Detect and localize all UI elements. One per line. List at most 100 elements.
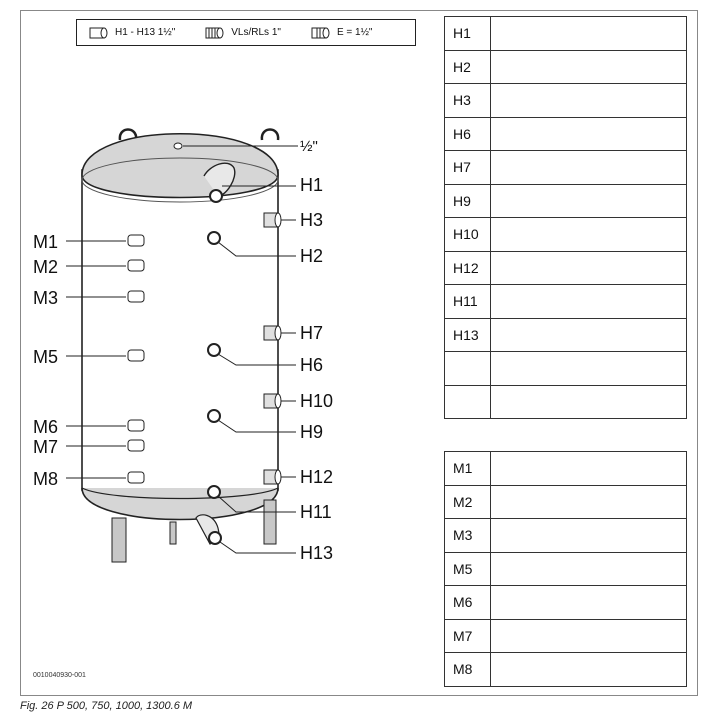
leader-h9 <box>217 419 296 433</box>
label-m2: M2 <box>33 257 59 277</box>
table-row: H11 <box>444 284 687 319</box>
tank-top-rim <box>81 157 279 203</box>
legend-label-threaded: VLs/RLs 1" <box>231 27 281 38</box>
figure-caption: Fig. 26 P 500, 750, 1000, 1300.6 M <box>20 700 193 712</box>
connection-legend: H1 - H13 1½" VLs/RLs 1" E = 1½" <box>76 19 416 46</box>
m7-sleeve <box>127 439 145 452</box>
legend-label-pipe: H1 - H13 1½" <box>115 27 176 38</box>
top-fitting <box>173 142 183 150</box>
row-value <box>490 116 687 151</box>
tank-bottom-band <box>81 487 279 500</box>
legend-item-pipe: H1 - H13 1½" <box>87 26 175 40</box>
table-row: H13 <box>444 317 687 352</box>
pipe-connection-icon <box>89 27 108 38</box>
row-code: M3 <box>444 518 491 553</box>
row-value <box>490 150 687 185</box>
label-h7: H7 <box>300 323 324 343</box>
label-h6: H6 <box>300 355 324 375</box>
table-row: M6 <box>444 585 687 620</box>
figure-frame <box>20 10 698 696</box>
sensor-leaders <box>66 240 126 479</box>
table-row: M7 <box>444 618 687 653</box>
tank-body <box>81 169 279 491</box>
row-code <box>444 351 491 386</box>
row-code: M2 <box>444 484 491 519</box>
tank-leg-right <box>263 499 277 545</box>
label-m3: M3 <box>33 288 59 308</box>
row-value <box>490 317 687 352</box>
m-sensors-table: M1 M2 M3 M5 M6 M7 M8 <box>444 451 687 687</box>
label-top-fitting: ½" <box>300 138 318 155</box>
table-row: H7 <box>444 150 687 185</box>
tank-leg-left <box>111 517 127 563</box>
label-m5: M5 <box>33 347 59 367</box>
row-code: H7 <box>444 150 491 185</box>
label-m1: M1 <box>33 232 59 252</box>
leader-h11 <box>217 495 296 513</box>
row-value <box>490 652 687 687</box>
legend-item-threaded: VLs/RLs 1" <box>203 26 281 40</box>
h2-connection <box>207 231 221 245</box>
row-value <box>490 451 687 486</box>
table-row: H9 <box>444 183 687 218</box>
tank-bottom-dome <box>81 487 279 521</box>
h12-nozzle <box>263 469 282 485</box>
legend-label-drain: E = 1½" <box>336 27 373 38</box>
row-value <box>490 250 687 285</box>
threaded-connection-icon <box>205 27 224 38</box>
label-m7: M7 <box>33 437 59 457</box>
leader-h2 <box>217 241 296 257</box>
label-h1: H1 <box>300 175 324 195</box>
leader-h13 <box>219 541 296 554</box>
legend-item-drain: E = 1½" <box>309 26 373 40</box>
m1-sleeve <box>127 234 145 247</box>
row-code: H2 <box>444 49 491 84</box>
storage-tank-drawing <box>66 128 298 563</box>
table-row <box>444 351 687 386</box>
row-code: H3 <box>444 83 491 118</box>
table-row: H1 <box>444 16 687 51</box>
row-code: H12 <box>444 250 491 285</box>
row-value <box>490 551 687 586</box>
h3-nozzle <box>263 212 282 228</box>
row-value <box>490 49 687 84</box>
h9-connection <box>207 409 221 423</box>
row-value <box>490 384 687 419</box>
row-code: M5 <box>444 551 491 586</box>
row-code: H11 <box>444 284 491 319</box>
table-row: H6 <box>444 116 687 151</box>
table-row: H3 <box>444 83 687 118</box>
row-value <box>490 284 687 319</box>
label-h10: H10 <box>300 391 334 411</box>
label-h2: H2 <box>300 246 324 266</box>
row-code: H6 <box>444 116 491 151</box>
table-row: M1 <box>444 451 687 486</box>
row-value <box>490 484 687 519</box>
label-m6: M6 <box>33 417 59 437</box>
label-m8: M8 <box>33 469 59 489</box>
row-value <box>490 351 687 386</box>
row-code: M1 <box>444 451 491 486</box>
row-code: H1 <box>444 16 491 51</box>
m5-sleeve <box>127 349 145 362</box>
h11-connection <box>207 485 221 499</box>
drain-connection-icon <box>311 27 330 38</box>
m3-sleeve <box>127 290 145 303</box>
table-row <box>444 384 687 419</box>
row-code: H10 <box>444 217 491 252</box>
label-h3: H3 <box>300 210 324 230</box>
table-row: H10 <box>444 217 687 252</box>
sensor-sleeves <box>127 234 145 484</box>
row-value <box>490 83 687 118</box>
m2-sleeve <box>127 259 145 272</box>
leader-h6 <box>217 353 296 366</box>
figure-id: 0010040930-001 <box>33 672 86 679</box>
label-h12: H12 <box>300 467 334 487</box>
table-row: H12 <box>444 250 687 285</box>
row-value <box>490 183 687 218</box>
lifting-eye-right <box>260 128 280 141</box>
row-value <box>490 518 687 553</box>
row-value <box>490 217 687 252</box>
m6-sleeve <box>127 419 145 432</box>
table-row: M2 <box>444 484 687 519</box>
